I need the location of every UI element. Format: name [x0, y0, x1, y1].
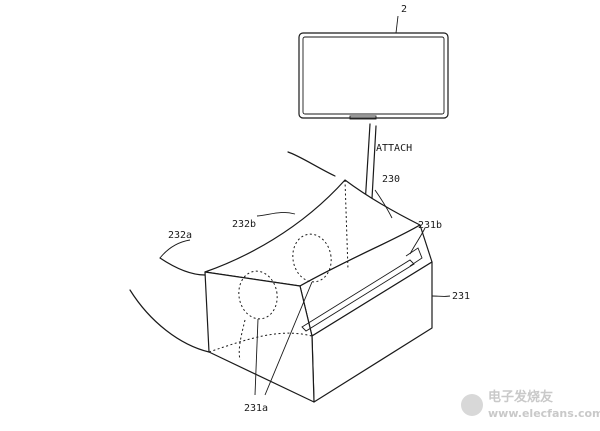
label-housing: 231 — [452, 291, 470, 302]
label-goggles: 230 — [382, 174, 400, 185]
watermark-cn: 电子发烧友 — [488, 389, 553, 405]
watermark-url: www.elecfans.com — [488, 407, 600, 420]
watermark: 电子发烧友 www.elecfans.com — [461, 389, 600, 420]
leader-lines — [159, 189, 451, 396]
device-2 — [298, 32, 449, 120]
label-slot: 231b — [418, 220, 442, 231]
label-panel-b: 232b — [232, 219, 256, 230]
label-attach: ATTACH — [376, 143, 412, 154]
device-leader-line — [395, 15, 399, 34]
lenses-231a — [238, 233, 332, 320]
strap — [129, 151, 336, 353]
label-panel-a: 232a — [168, 230, 192, 241]
housing-231 — [204, 179, 433, 403]
label-lenses: 231a — [244, 403, 268, 414]
label-device: 2 — [401, 4, 407, 15]
